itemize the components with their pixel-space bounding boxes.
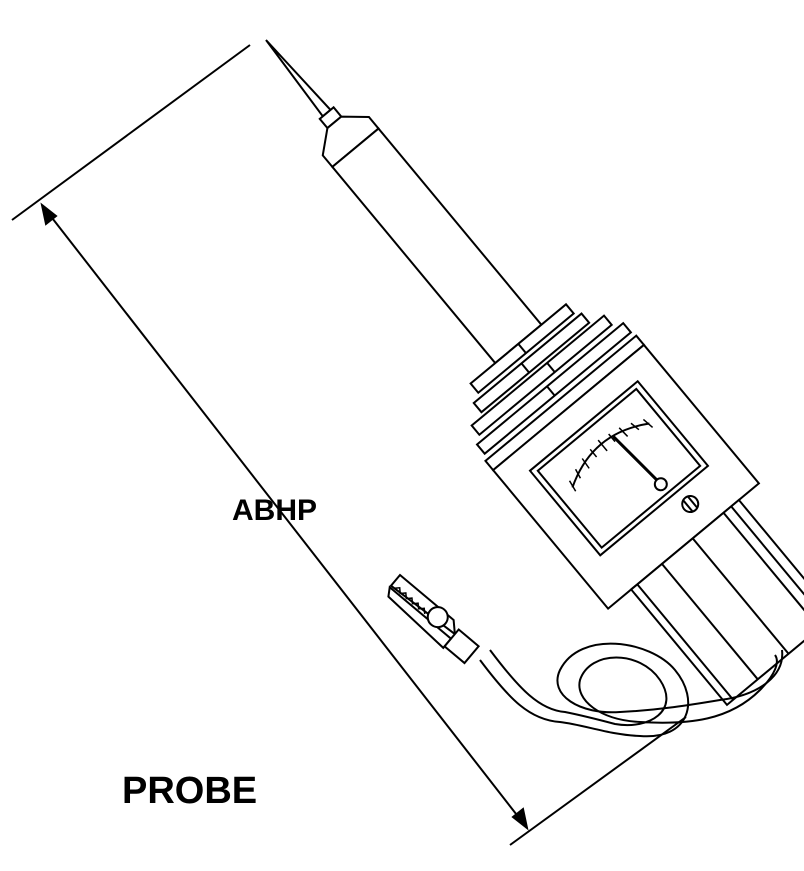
arrowhead-bottom-icon [511,807,529,831]
gauge-needle [612,435,661,484]
extension-line-top [11,44,251,221]
figure-title: PROBE [122,770,258,812]
dimension-label: ABHP [232,494,318,527]
extension-line-bottom [509,716,687,846]
probe-body [265,39,804,707]
adjust-screw-icon [681,495,700,514]
alligator-clip [387,573,481,665]
arrowhead-top-icon [40,202,58,226]
cable [489,649,778,727]
dimension-line [41,204,528,829]
